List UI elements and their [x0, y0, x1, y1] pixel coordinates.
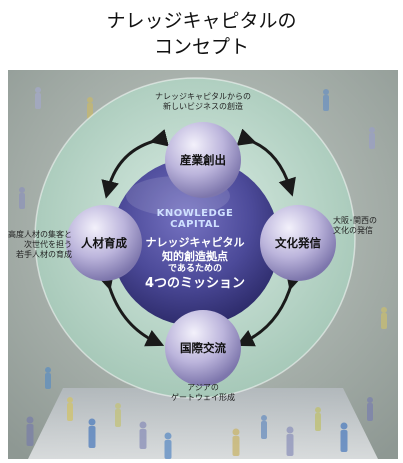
annotation-left-line-1: 高度人材の集客と — [8, 230, 72, 239]
center-english-line-1: KNOWLEDGE — [156, 208, 234, 219]
sphere-top — [165, 122, 241, 198]
arrow-top-left — [101, 129, 169, 199]
center-jp-line-2: 知的創造拠点 — [162, 250, 228, 263]
annotation-top: ナレッジキャピタルからの 新しいビジネスの創造 — [138, 92, 268, 112]
center-jp-line-4: 4つのミッション — [144, 276, 246, 291]
cycle-arrows — [96, 128, 304, 347]
title-line-1: ナレッジキャピタルの — [106, 10, 297, 32]
annotation-top-line-2: 新しいビジネスの創造 — [163, 102, 243, 111]
annotation-left: 高度人材の集客と 次世代を担う 若手人材の育成 — [8, 230, 72, 260]
annotation-bottom-line-1: アジアの — [187, 383, 219, 392]
title-line-2: コンセプト — [153, 36, 249, 58]
annotation-left-line-2: 次世代を担う — [24, 240, 72, 249]
arrow-bottom-right — [235, 270, 304, 347]
node-label-top: 産業創出 — [180, 153, 226, 167]
annotation-bottom: アジアの ゲートウェイ形成 — [148, 383, 258, 403]
sphere-right — [260, 205, 336, 281]
annotation-top-line-1: ナレッジキャピタルからの — [155, 92, 251, 101]
outer-ring-edge — [34, 77, 356, 399]
annotation-left-line-3: 若手人材の育成 — [16, 250, 72, 259]
sphere-left — [66, 205, 142, 281]
center-english-title: KNOWLEDGE CAPITAL — [145, 208, 245, 230]
center-english-line-2: CAPITAL — [170, 219, 220, 230]
annotation-right-line-2: 文化の発信 — [333, 226, 373, 235]
node-label-bottom: 国際交流 — [180, 341, 226, 355]
concept-diagram: ナレッジキャピタルからの 新しいビジネスの創造 大阪･関西の 文化の発信 アジア… — [8, 70, 398, 459]
annotation-right: 大阪･関西の 文化の発信 — [333, 216, 397, 236]
people-silhouettes — [19, 87, 387, 459]
node-label-right: 文化発信 — [275, 236, 321, 250]
arrow-bottom-left — [96, 270, 165, 347]
center-jp-line-3: であるための — [168, 264, 222, 274]
arrow-top-right — [236, 128, 296, 197]
sphere-bottom — [165, 310, 241, 386]
center-jp-line-1: ナレッジキャピタル — [145, 236, 245, 249]
diagram-graphic — [8, 70, 398, 459]
annotation-right-line-1: 大阪･関西の — [333, 216, 377, 225]
annotation-bottom-line-2: ゲートウェイ形成 — [171, 393, 235, 402]
node-label-left: 人材育成 — [81, 236, 127, 250]
